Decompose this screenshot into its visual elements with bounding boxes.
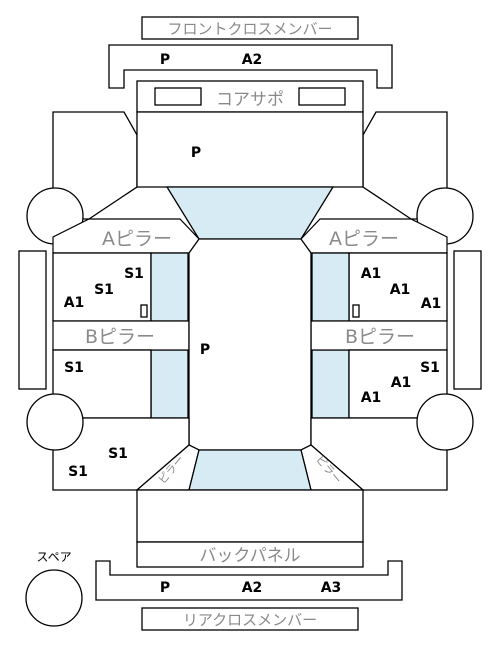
rear-cross-mark-a3: A3: [321, 580, 342, 596]
rear-cross-member[interactable]: [95, 560, 403, 601]
rear-cross-member-box: [141, 607, 359, 631]
front-cross-mark-a2: A2: [242, 52, 263, 68]
front-door-right[interactable]: [348, 252, 448, 322]
front-cross-member-label: フロントクロスメンバー: [167, 20, 332, 38]
rear-quarter-left-mark-s1b: S1: [68, 464, 88, 480]
door-handle-fl: [140, 304, 148, 318]
roof-mark-p: P: [200, 342, 210, 358]
front-door-left-mark-a1: A1: [64, 295, 85, 311]
front-cross-mark-p: P: [160, 52, 170, 68]
wheel-rear-left[interactable]: [26, 393, 84, 451]
front-cross-member[interactable]: [108, 44, 393, 89]
rear-cross-mark-a2: A2: [242, 580, 263, 596]
headlight-left: [154, 87, 202, 106]
a-pillar-right-label: Aピラー: [329, 228, 399, 250]
rear-quarter-left-mark-s1: S1: [108, 446, 128, 462]
hood[interactable]: [136, 111, 364, 188]
front-cross-member-box: [141, 16, 359, 40]
front-window-left[interactable]: [150, 252, 189, 322]
rocker-panel-left[interactable]: [18, 250, 47, 390]
rear-window-left[interactable]: [150, 349, 189, 419]
trunk-lid[interactable]: [136, 489, 364, 543]
rear-door-right-mark-s1: S1: [420, 360, 440, 376]
rocker-panel-right[interactable]: [453, 250, 482, 390]
a-pillar-left-label: Aピラー: [102, 228, 172, 250]
rear-door-left-mark-s1: S1: [64, 360, 84, 376]
front-door-right-mark-a1c: A1: [421, 296, 442, 312]
rear-glass[interactable]: [188, 449, 312, 491]
rear-door-right-mark-a1b: A1: [361, 390, 382, 406]
core-support-label: コアサポ: [216, 90, 284, 110]
wheel-rear-right[interactable]: [416, 393, 474, 451]
rear-window-right[interactable]: [311, 349, 350, 419]
spare-label: スペア: [36, 550, 71, 564]
front-window-right[interactable]: [311, 252, 350, 322]
front-door-left-mark-s1b: S1: [94, 282, 114, 298]
front-door-left-mark-s1: S1: [124, 266, 144, 282]
hood-mark-p: P: [191, 145, 201, 161]
back-panel-label: バックパネル: [199, 546, 300, 566]
b-pillar-right-label: Bピラー: [345, 326, 415, 348]
front-door-left[interactable]: [52, 252, 152, 322]
spare-tire[interactable]: [25, 569, 83, 627]
headlight-right: [298, 87, 346, 106]
back-panel[interactable]: [136, 541, 364, 568]
b-pillar-right[interactable]: [310, 320, 448, 351]
b-pillar-left-label: Bピラー: [85, 326, 155, 348]
front-door-right-mark-a1a: A1: [361, 266, 382, 282]
front-door-right-mark-a1b: A1: [390, 282, 411, 298]
door-handle-fr: [352, 304, 360, 318]
rear-cross-member-label: リアクロスメンバー: [183, 611, 317, 629]
rear-cross-mark-p: P: [160, 580, 170, 596]
rear-door-right-mark-a1: A1: [391, 375, 412, 391]
